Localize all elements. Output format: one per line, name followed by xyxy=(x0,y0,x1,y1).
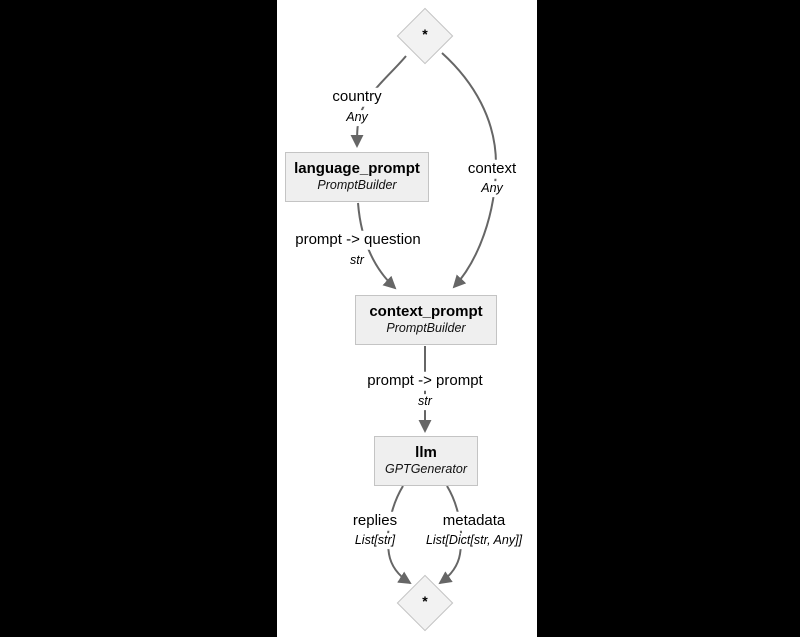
edge-label-metadata: metadata xyxy=(439,511,509,531)
edge-label-prompt-question: prompt -> question xyxy=(292,230,424,250)
node-language-prompt: language_prompt PromptBuilder xyxy=(285,152,429,202)
edge-type-prompt-question: str xyxy=(347,253,367,269)
node-context-prompt-subtitle: PromptBuilder xyxy=(386,321,466,336)
edge-type-metadata: List[Dict[str, Any]] xyxy=(422,533,526,549)
edge-label-replies: replies xyxy=(349,511,401,531)
node-language-prompt-title: language_prompt xyxy=(294,159,420,177)
edge-label-context: context xyxy=(464,159,520,179)
node-input-symbol: * xyxy=(422,26,428,42)
edge-type-context: Any xyxy=(478,181,506,197)
edge-label-country: country xyxy=(329,87,385,107)
node-language-prompt-subtitle: PromptBuilder xyxy=(317,178,397,193)
edge-label-prompt-prompt: prompt -> prompt xyxy=(364,371,486,391)
node-output-symbol: * xyxy=(422,593,428,609)
edge-type-prompt-prompt: str xyxy=(415,394,435,410)
node-llm: llm GPTGenerator xyxy=(374,436,478,486)
node-llm-title: llm xyxy=(415,443,437,461)
node-context-prompt: context_prompt PromptBuilder xyxy=(355,295,497,345)
edge-llm-metadata-to-output-line xyxy=(438,485,463,585)
edge-type-replies: List[str] xyxy=(351,533,399,549)
node-context-prompt-title: context_prompt xyxy=(369,302,483,320)
edge-llm-replies-to-output-line xyxy=(386,485,412,585)
node-llm-subtitle: GPTGenerator xyxy=(385,462,467,477)
edge-type-country: Any xyxy=(343,110,371,126)
